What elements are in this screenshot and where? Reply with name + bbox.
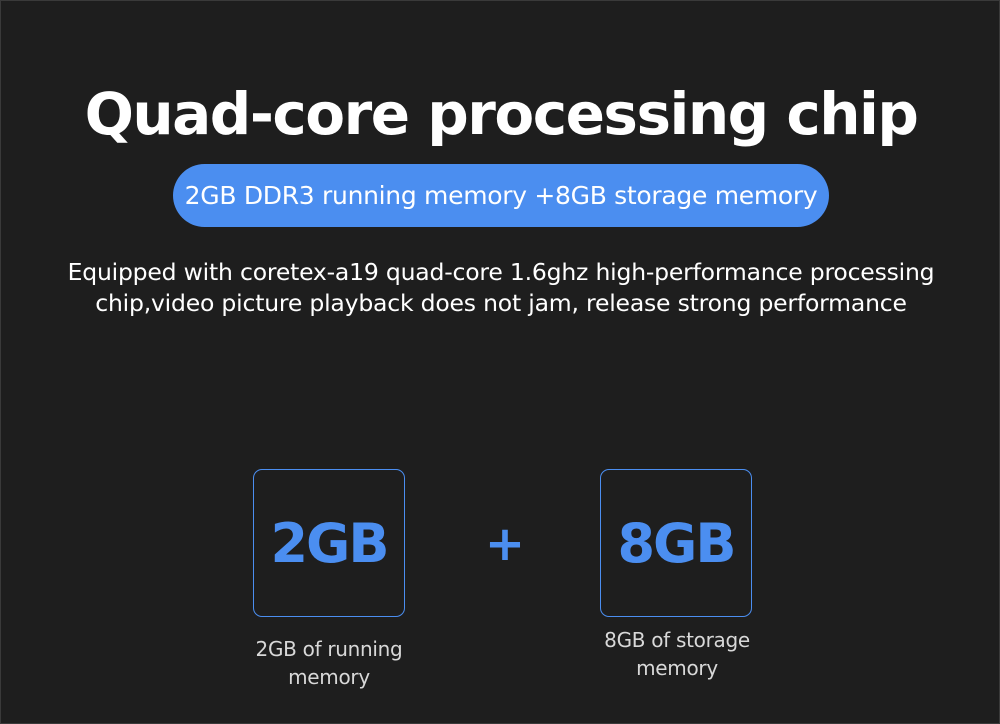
storage-value: 8GB bbox=[617, 511, 736, 575]
storage-caption: 8GB of storage memory bbox=[577, 626, 777, 682]
storage-caption-line-2: memory bbox=[636, 656, 718, 680]
ram-caption-line-1: 2GB of running bbox=[255, 637, 403, 661]
headline: Quad-core processing chip bbox=[84, 80, 919, 148]
description-line-1: Equipped with coretex-a19 quad-core 1.6g… bbox=[67, 258, 935, 286]
description-line-2: chip,video picture playback does not jam… bbox=[95, 289, 907, 317]
ram-caption: 2GB of running memory bbox=[229, 635, 429, 691]
ram-caption-line-2: memory bbox=[288, 665, 370, 689]
ram-value: 2GB bbox=[270, 511, 389, 575]
storage-spec-box: 8GB bbox=[600, 469, 752, 617]
feature-description: Equipped with coretex-a19 quad-core 1.6g… bbox=[21, 257, 981, 319]
plus-sign: + bbox=[484, 516, 526, 572]
memory-banner: 2GB DDR3 running memory +8GB storage mem… bbox=[173, 164, 829, 227]
ram-spec-box: 2GB bbox=[253, 469, 405, 617]
storage-caption-line-1: 8GB of storage bbox=[604, 628, 750, 652]
